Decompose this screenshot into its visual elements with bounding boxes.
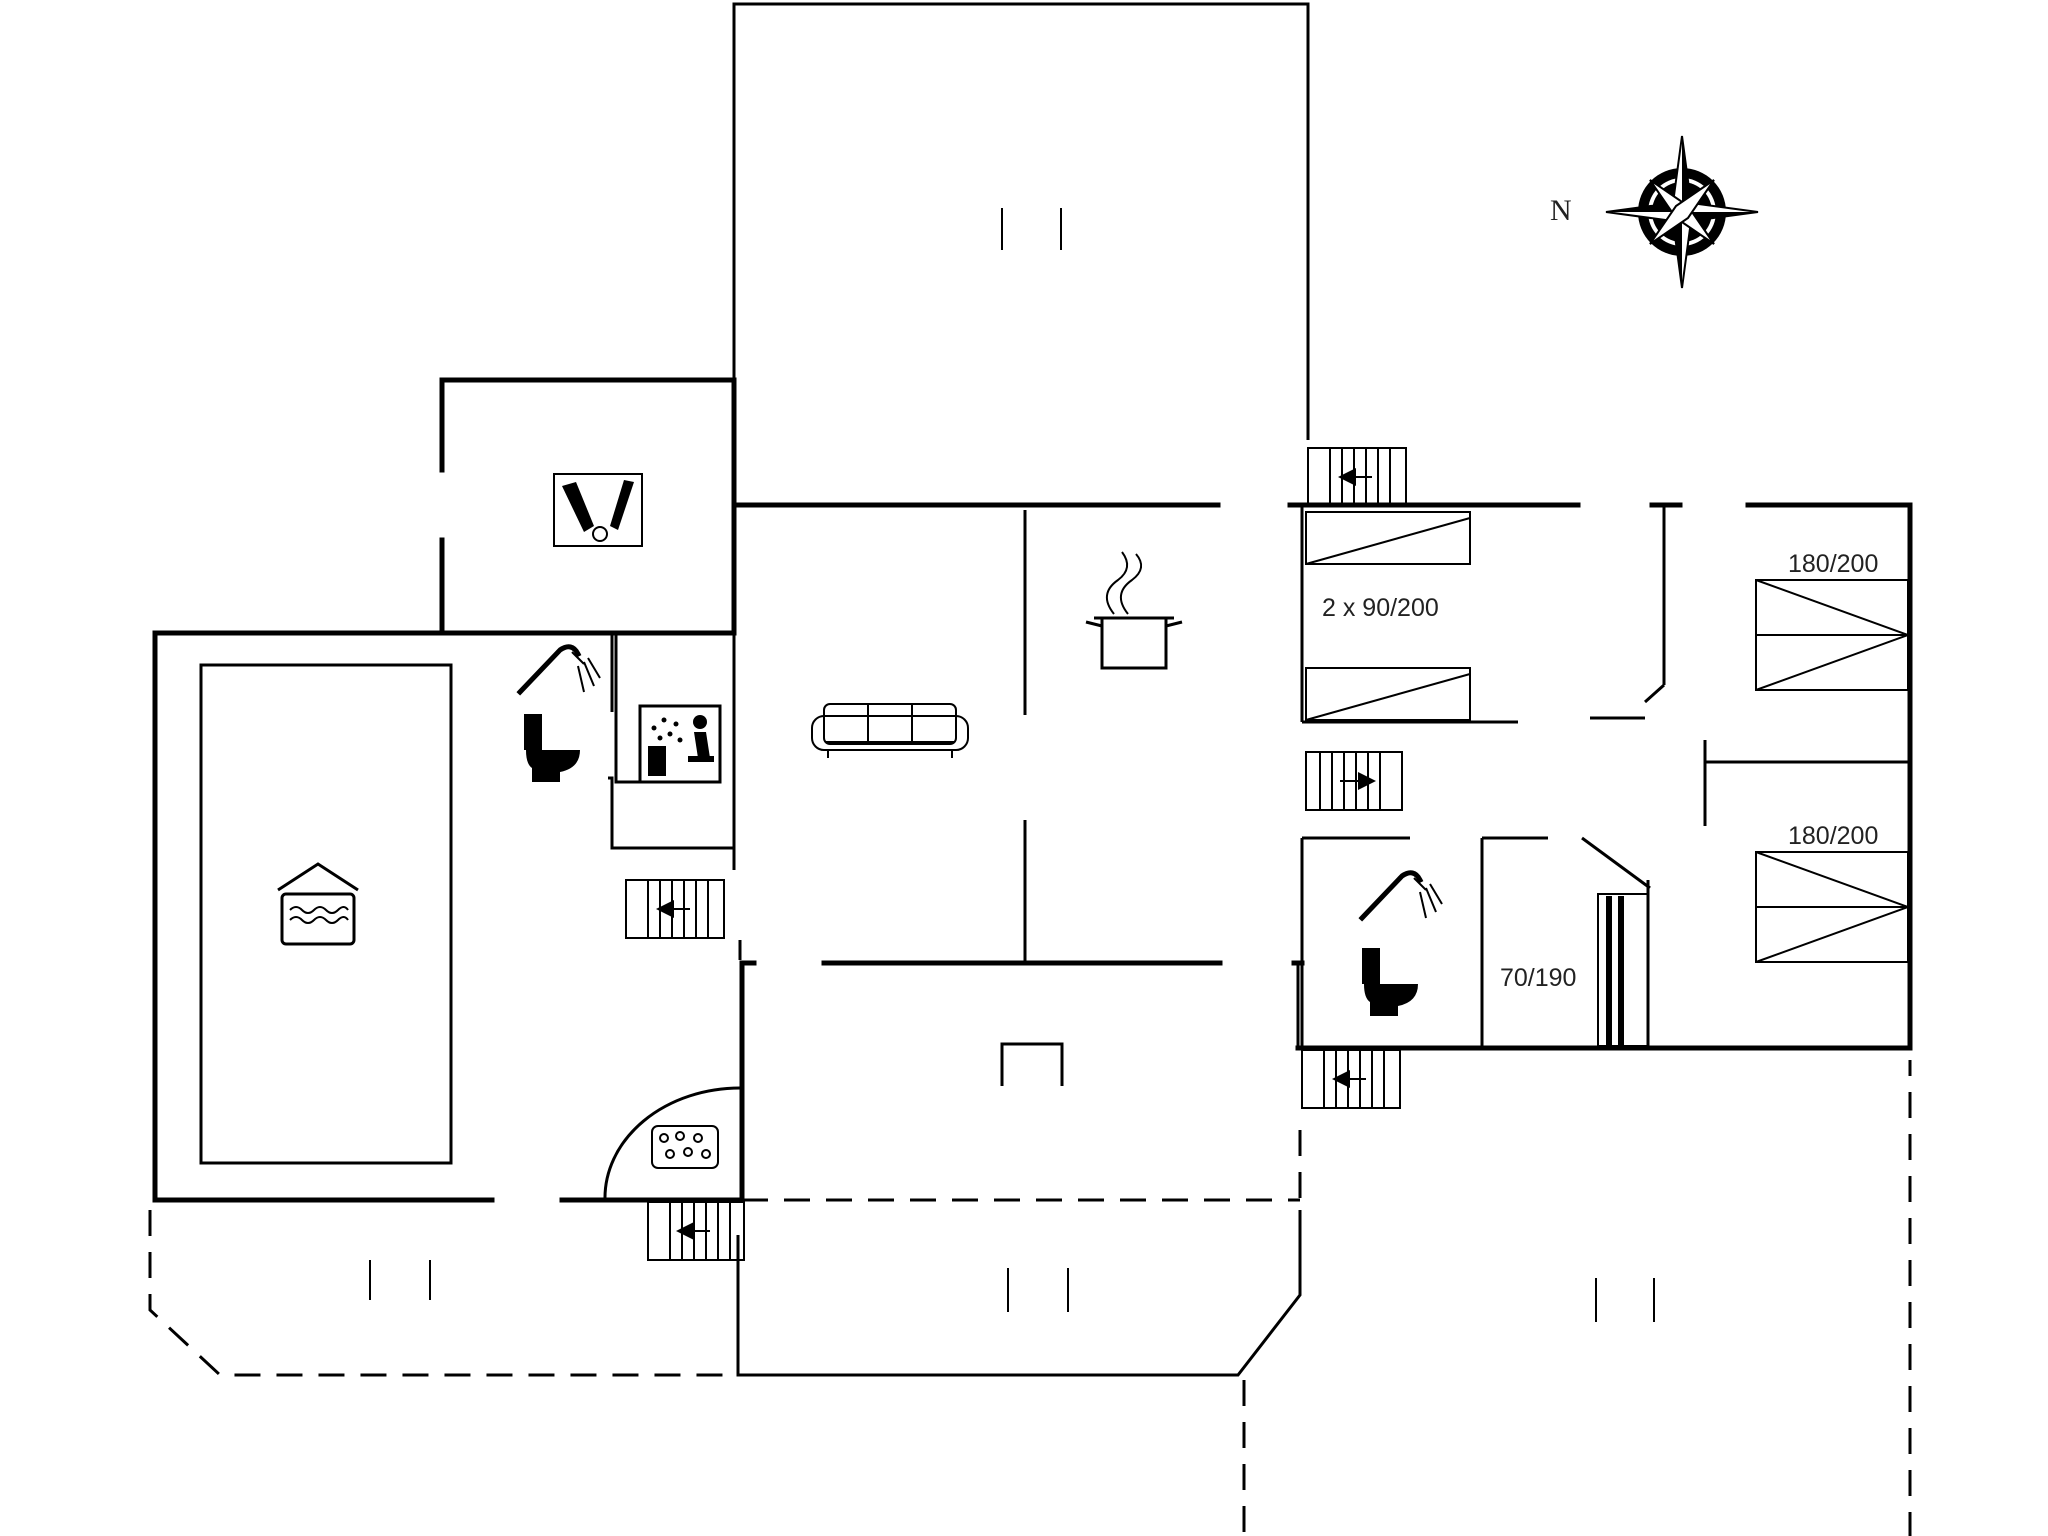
bed-size-small: 70/190 <box>1500 964 1576 992</box>
fireplace-icon <box>1000 1042 1064 1086</box>
bed-icon <box>1305 511 1911 1047</box>
walls <box>152 2 1913 1203</box>
shower-icon <box>516 644 601 696</box>
shower-icon <box>1358 870 1443 922</box>
cooking-pot-icon <box>1085 551 1183 670</box>
bed-size-twin: 2 x 90/200 <box>1322 594 1439 622</box>
bed-size-double-1: 180/200 <box>1788 550 1878 578</box>
toilet-icon <box>1362 948 1418 1016</box>
terraces <box>148 972 1912 1536</box>
washing-machine-icon <box>553 473 643 547</box>
compass-rose-icon <box>1605 135 1759 289</box>
north-label: N <box>1550 194 1572 227</box>
terrace-markers <box>369 208 1655 1322</box>
swimming-pool-icon <box>277 862 359 946</box>
bed-size-double-2: 180/200 <box>1788 822 1878 850</box>
sofa-icon <box>811 703 969 758</box>
sauna-icon <box>638 704 722 784</box>
spa-hot-tub-icon <box>651 1125 719 1169</box>
stairs-arrow-icon <box>625 447 1407 1261</box>
toilet-icon <box>524 714 580 782</box>
